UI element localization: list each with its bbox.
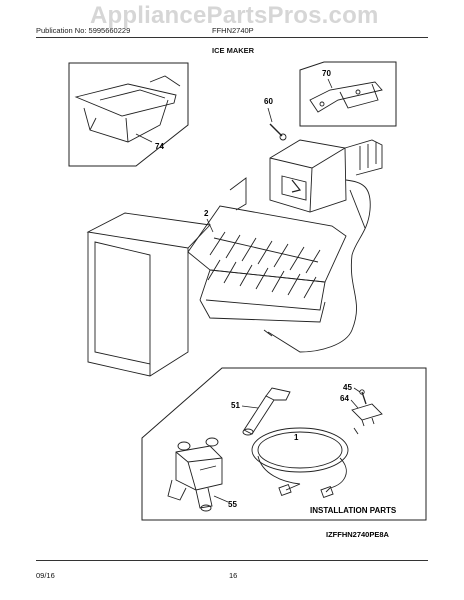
mounting-bracket-part xyxy=(309,81,383,113)
installation-parts-box: 51 45 64 1 xyxy=(141,367,427,521)
watermark: AppliancePartsPros.com xyxy=(90,2,379,29)
ice-bucket-part xyxy=(74,75,181,143)
footer-rule xyxy=(36,560,428,561)
screw-part: 60 xyxy=(264,97,287,141)
ice-maker-assembly xyxy=(86,139,383,377)
footer-date: 09/16 xyxy=(36,571,55,580)
ice-bucket-box: 74 xyxy=(68,62,189,167)
clamp-part xyxy=(351,403,383,427)
callout-2: 2 xyxy=(204,209,209,218)
callout-45: 45 xyxy=(343,383,352,392)
bracket-box: 70 xyxy=(299,61,397,127)
fill-tube-part xyxy=(242,387,291,436)
callout-64: 64 xyxy=(340,394,349,403)
model-number: FFHN2740P xyxy=(212,26,254,35)
callout-1: 1 xyxy=(294,433,299,442)
header-rule xyxy=(36,37,428,38)
installation-parts-label: INSTALLATION PARTS xyxy=(310,506,397,515)
publication-number: Publication No: 5995660229 xyxy=(36,26,131,35)
page-number: 16 xyxy=(229,571,238,580)
callout-70: 70 xyxy=(322,69,331,78)
callout-51: 51 xyxy=(231,401,240,410)
figure-code: IZFFHN2740PE8A xyxy=(326,530,390,539)
callout-55: 55 xyxy=(228,500,237,509)
callout-74: 74 xyxy=(155,142,164,151)
callout-60: 60 xyxy=(264,97,273,106)
water-line-part xyxy=(251,427,359,499)
section-title: ICE MAKER xyxy=(212,46,255,55)
water-valve-part xyxy=(167,437,223,512)
